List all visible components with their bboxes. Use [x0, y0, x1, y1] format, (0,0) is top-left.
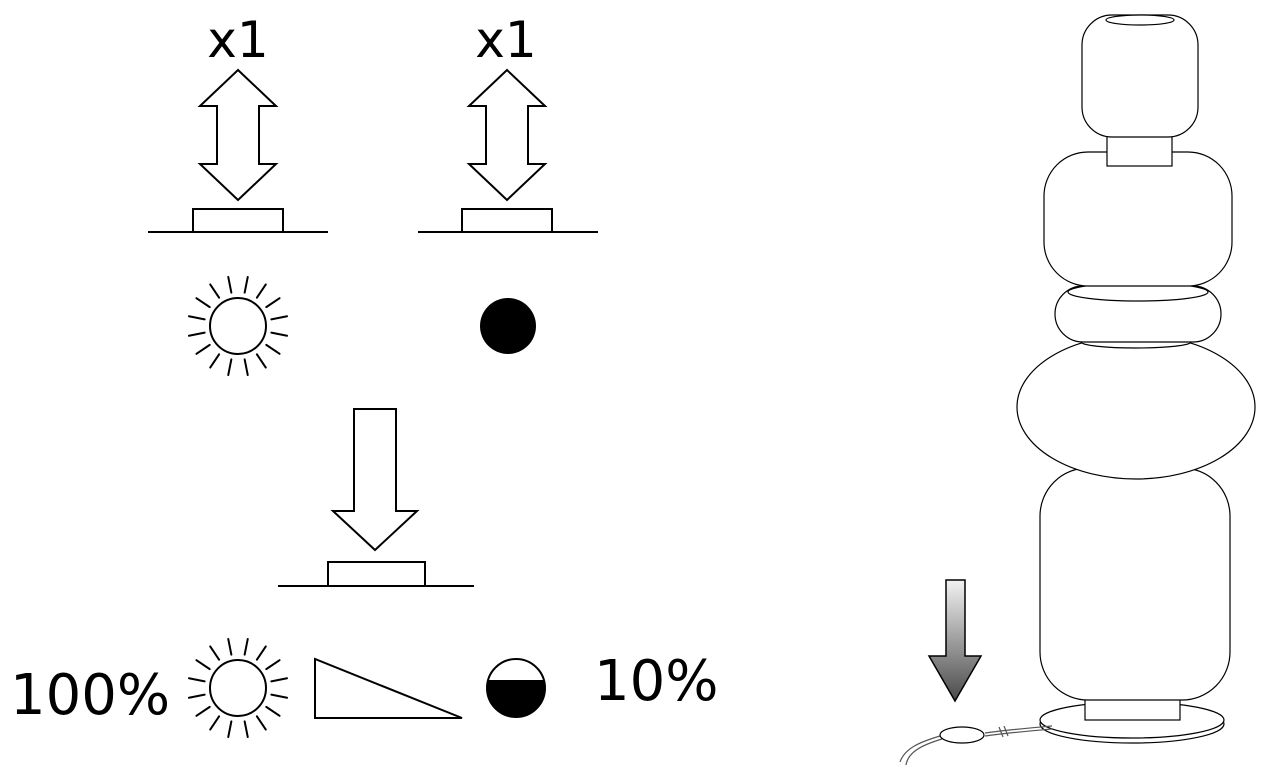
- gradient-down-arrow-icon: [927, 579, 983, 703]
- sun-ray: [209, 353, 221, 369]
- sun-ray: [243, 275, 249, 294]
- sun-ray: [255, 645, 267, 661]
- double-arrow-icon: [197, 68, 279, 202]
- sun-ray: [195, 705, 211, 717]
- lamp-ring-disc: [1054, 282, 1222, 343]
- sun-ray: [227, 637, 233, 656]
- hold-dim-step: 100% 10%: [10, 408, 718, 739]
- sun-ray: [195, 659, 211, 671]
- sun-ray: [187, 315, 206, 321]
- sun-ray: [187, 677, 206, 683]
- sun-ray: [209, 645, 221, 661]
- press-count-label: x1: [475, 11, 536, 69]
- down-arrow-icon: [330, 408, 420, 552]
- sun-ray: [187, 331, 206, 337]
- sun-ray: [255, 283, 267, 299]
- push-button-icon: [148, 208, 328, 233]
- sun-icon: [187, 637, 289, 739]
- half-filled-circle-icon: [486, 658, 546, 718]
- lamp-neck: [1106, 133, 1173, 167]
- ramp-triangle-icon: [314, 657, 463, 719]
- floor-lamp-illustration: [899, 14, 1256, 766]
- sun-icon: [187, 275, 289, 377]
- lamp-globe-wide: [1016, 334, 1256, 480]
- lamp-globe-upper: [1043, 151, 1233, 287]
- sun-ray: [270, 677, 289, 683]
- press-on-step: x1: [148, 11, 328, 377]
- press-off-step: x1: [418, 11, 598, 354]
- sun-ray: [227, 720, 233, 739]
- sun-ray: [265, 659, 281, 671]
- sun-ray: [255, 353, 267, 369]
- min-brightness-label: 10%: [594, 649, 718, 714]
- sun-ray: [243, 720, 249, 739]
- filled-circle-icon: [480, 298, 536, 354]
- lamp-globe-top: [1081, 14, 1199, 138]
- sun-ray: [227, 275, 233, 294]
- sun-ray: [243, 637, 249, 656]
- lamp-base: [1039, 689, 1225, 744]
- dimmer-switch-icon: [939, 726, 985, 744]
- sun-ray: [195, 297, 211, 309]
- sun-ray: [195, 343, 211, 355]
- sun-ray: [209, 715, 221, 731]
- sun-ray: [227, 358, 233, 377]
- sun-ray: [209, 283, 221, 299]
- sun-ray: [243, 358, 249, 377]
- lamp-globe-bottom: [1039, 467, 1231, 701]
- max-brightness-label: 100%: [10, 663, 170, 728]
- lamp-cable: [899, 725, 1053, 766]
- sun-ray: [187, 693, 206, 699]
- double-arrow-icon: [466, 68, 548, 202]
- sun-ray: [265, 343, 281, 355]
- sun-ray: [270, 315, 289, 321]
- sun-ray: [255, 715, 267, 731]
- sun-ray: [270, 693, 289, 699]
- sun-ray: [265, 297, 281, 309]
- push-button-icon: [278, 561, 474, 587]
- sun-ray: [265, 705, 281, 717]
- press-count-label: x1: [207, 11, 268, 69]
- push-button-icon: [418, 208, 598, 233]
- sun-ray: [270, 331, 289, 337]
